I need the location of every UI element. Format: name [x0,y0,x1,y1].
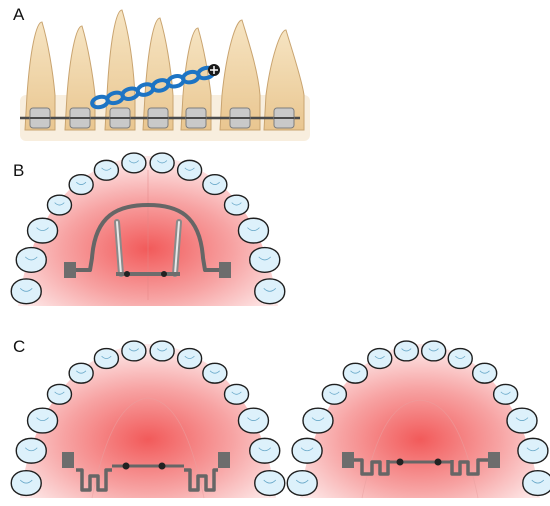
palate [20,344,276,498]
tooth-icon [522,470,550,497]
tooth-icon [286,470,318,497]
tooth-icon [367,347,393,370]
tooth-icon [15,437,47,464]
tooth-icon [223,383,250,405]
tooth-icon [46,194,73,216]
upper-arch-teeth [286,340,550,497]
tooth-icon [93,159,120,181]
tooth-icon [393,340,420,362]
bracket-icon [147,107,169,129]
tooth-icon [254,278,286,305]
upper-arch-teeth [10,340,286,497]
tooth-icon [142,17,174,131]
band-right [219,262,231,278]
tooth-icon [10,470,42,497]
palatal-arch-icon [72,203,222,272]
bracket-icon [109,107,131,129]
tooth-icon [517,437,549,464]
tooth-icon [302,407,334,434]
anchor-screw-icon [208,64,220,76]
tooth-icon [291,437,323,464]
palatal-contour [91,397,205,499]
tooth-icon [93,347,120,370]
tooth-icon [342,362,369,384]
tooth-icon [492,383,519,405]
tooth-icon [249,437,281,464]
tooth-icon [219,19,261,131]
tooth-icon [506,407,538,434]
tooth-icon [420,340,447,362]
brackets-row [29,107,295,129]
bracket-icon [29,107,51,129]
bracket-icon [185,107,207,129]
panel-c-left-appliance [10,340,286,499]
panel-label-c: C [13,337,26,356]
panel-a-side-view [20,9,310,141]
tooth-icon [202,362,228,384]
band-left [62,452,74,468]
tooth-icon [24,21,56,131]
tooth-icon [149,152,175,174]
bracket-icon [69,107,91,129]
bracket-icon [273,107,295,129]
tooth-icon [68,362,94,384]
tooth-icon [15,246,47,273]
elastic-chain-icon [90,65,216,110]
tooth-icon [321,383,348,405]
tooth-icon [176,347,203,370]
upper-arch-teeth [10,152,286,305]
tooth-icon [237,407,270,434]
tooth-icon [471,362,498,384]
band-left [342,452,354,468]
bracket-icon [229,107,251,129]
spring-loop-icon [354,458,488,476]
tooth-icon [10,278,42,305]
tooth-icon [176,159,203,181]
band-left [64,262,76,278]
tooth-icon [121,152,147,174]
tooth-icon [202,173,228,196]
tooth-icon [263,29,305,131]
tooth-icon [26,407,59,434]
tooth-icon [223,194,250,216]
tooth-icon [254,470,286,497]
tooth-icon [237,217,270,244]
panel-c-right-appliance [286,340,550,499]
band-right [488,452,500,468]
spring-loop-icon [76,462,218,492]
panel-label-a: A [13,5,25,24]
palatal-contour [361,399,479,499]
panel-b-palatal-expander [10,152,286,306]
band-right [218,452,230,468]
tooth-icon [249,246,281,273]
tooth-icon [121,340,147,362]
tooth-icon [64,25,96,131]
palate [300,344,540,498]
tooth-icon [447,347,473,370]
expansion-screw-icon [114,219,182,277]
tooth-icon [68,173,94,196]
tooth-icon [26,217,59,244]
tooth-icon [46,383,73,405]
panel-label-b: B [13,161,25,180]
tooth-icon [149,340,175,362]
